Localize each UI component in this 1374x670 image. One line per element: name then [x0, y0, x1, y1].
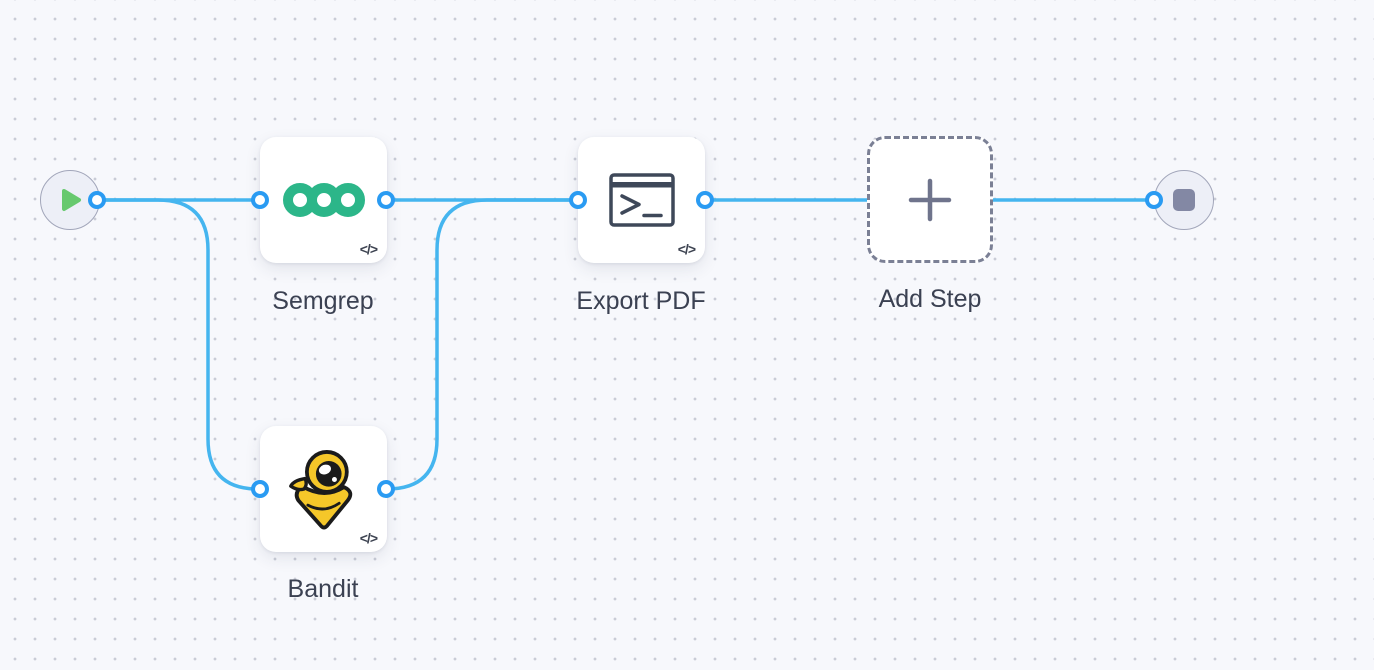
add-step-label: Add Step — [878, 285, 982, 313]
play-icon — [62, 189, 81, 211]
bandit-node[interactable]: </> — [260, 426, 387, 552]
port-end-input[interactable] — [1145, 191, 1163, 209]
export-pdf-node-label: Export PDF — [576, 287, 706, 315]
edge-start-bandit[interactable] — [95, 198, 262, 491]
code-badge-icon: </> — [359, 530, 378, 546]
terminal-icon — [608, 173, 675, 227]
end-node[interactable] — [1154, 170, 1214, 230]
edge-bandit-exportpdf[interactable] — [384, 198, 580, 491]
bandit-logo-icon — [288, 450, 352, 530]
code-badge-icon: </> — [677, 241, 696, 257]
semgrep-node-label: Semgrep — [272, 287, 374, 315]
add-step-button[interactable] — [867, 136, 993, 263]
port-bandit-input[interactable] — [251, 480, 269, 498]
code-badge-icon: </> — [359, 241, 378, 257]
port-bandit-output[interactable] — [377, 480, 395, 498]
export-pdf-node[interactable]: </> — [578, 137, 705, 263]
port-export-pdf-output[interactable] — [696, 191, 714, 209]
port-semgrep-input[interactable] — [251, 191, 269, 209]
port-semgrep-output[interactable] — [377, 191, 395, 209]
plus-icon — [908, 178, 952, 221]
port-start-output[interactable] — [88, 191, 106, 209]
semgrep-logo-icon — [282, 183, 365, 217]
stop-icon — [1173, 189, 1195, 211]
bandit-node-label: Bandit — [287, 575, 359, 603]
port-export-pdf-input[interactable] — [569, 191, 587, 209]
semgrep-node[interactable]: </> — [260, 137, 387, 263]
